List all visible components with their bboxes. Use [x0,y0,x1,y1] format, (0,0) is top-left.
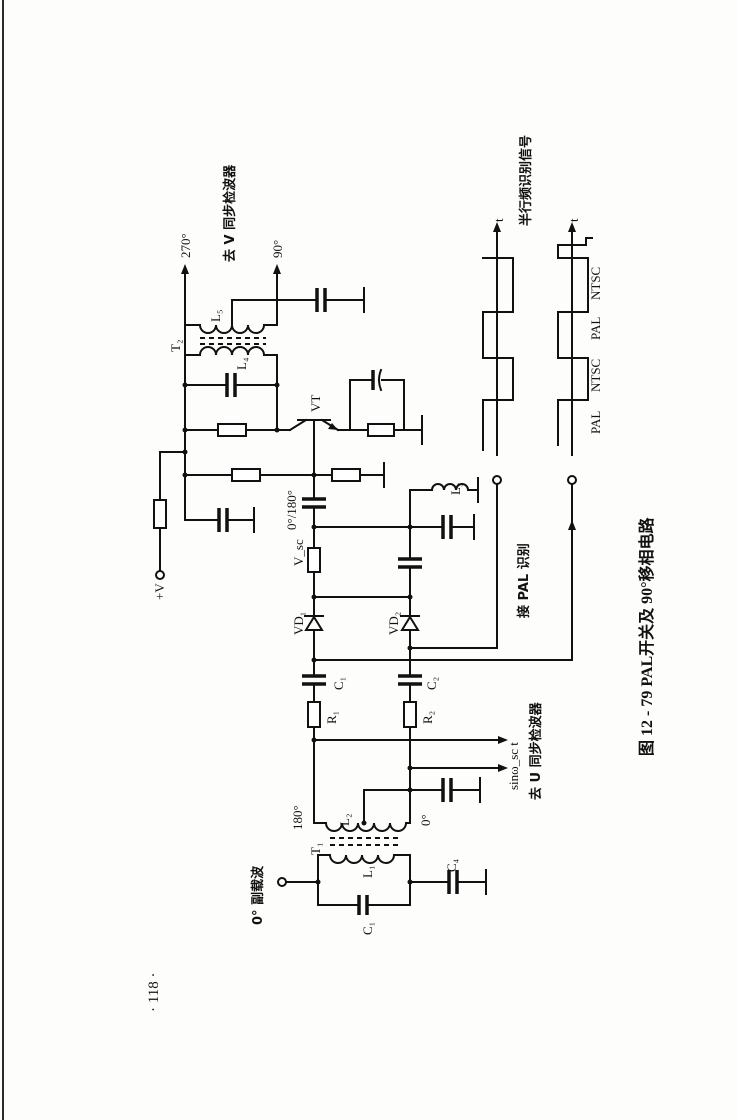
l5-label: L₅ [208,310,223,322]
input-section [277,837,487,915]
c2-label: C₂ [424,677,439,690]
resistor-supply [153,499,167,529]
phase-label: 0°/180° [284,490,299,530]
figure-caption: 图 12 - 79 PAL开关及 90°移相电路 [637,516,656,756]
deg-180-label: 180° [290,805,305,830]
supply-label: +V [152,583,167,600]
resistor-r1 [307,701,321,728]
to-u-detector-label: 去 U 同步检波器 [528,701,544,800]
resistor-base-bias [231,468,261,482]
transistor-vt [276,418,351,441]
vsc-label: V_sc [291,539,306,566]
to-u-expr-label: sinω_sc t [506,742,521,790]
input-terminal[interactable] [277,877,287,887]
l4-label: L₄ [234,357,249,370]
vd1-label: VD₁ [291,612,306,635]
resistor-emitter [367,423,395,437]
branch-0 [398,489,422,811]
vd2-label: VD₂ [386,612,401,635]
deg-270-label: 270° [178,233,193,258]
waveform-half-line [557,222,593,456]
inductor-l5 [181,264,365,334]
resistor-r2 [403,701,417,728]
wave-pal-label-2: PAL [588,317,603,340]
capacitor-c1-tank [317,895,411,915]
wave-ntsc-label-1: NTSC [588,359,603,392]
supply-rail [153,294,255,580]
l1-label: L₁ [360,866,375,878]
half-line-label: 半行频识别信号 [518,135,534,226]
inductor-l4-tank [184,346,280,431]
vt-label: VT [308,395,323,412]
t1-label: T₁ [308,843,323,855]
r2-label: R₂ [420,711,435,724]
resistor-collector [217,423,247,437]
inductor-l2 [313,789,411,832]
to-v-detector-label: 去 V 同步检波器 [222,164,238,262]
t-axis-label-2: t [566,218,581,222]
inductor-l3-network [409,477,479,540]
diode-vd1 [304,615,324,631]
l3-label: L₃ [448,483,463,495]
page-edge-rule [2,0,4,1120]
pal-ident-label: 接 PAL 识别 [516,543,532,618]
t2-label: T₂ [168,340,183,352]
deg-0-label: 0° [418,814,433,826]
inductor-l1 [317,853,411,864]
c1-tank-label: C₁ [360,922,375,935]
resistor-base-ground [331,468,361,482]
diode-vd2 [400,615,420,631]
wave-pal-label-1: PAL [588,411,603,434]
c4-label: C₄ [444,858,459,872]
capacitor-c4 [409,869,487,895]
supply-terminal[interactable] [155,570,165,580]
waveform-pal-ident [482,222,514,456]
wave-ntsc-label-2: NTSC [588,267,603,300]
page-number: · 118 · [146,973,162,1012]
half-line-terminal[interactable] [567,475,577,485]
c1-label: C₁ [331,677,346,690]
decoupling-capacitor-0 [409,777,481,803]
deg-90-label: 90° [270,240,285,258]
t-axis-label-1: t [491,218,506,222]
pal-ident-terminal[interactable] [492,475,502,485]
resistor-vsc [307,547,321,573]
l2-label: L₂ [337,814,352,826]
r1-label: R₁ [324,711,339,724]
input-label: 0° 副载波 [250,865,266,925]
